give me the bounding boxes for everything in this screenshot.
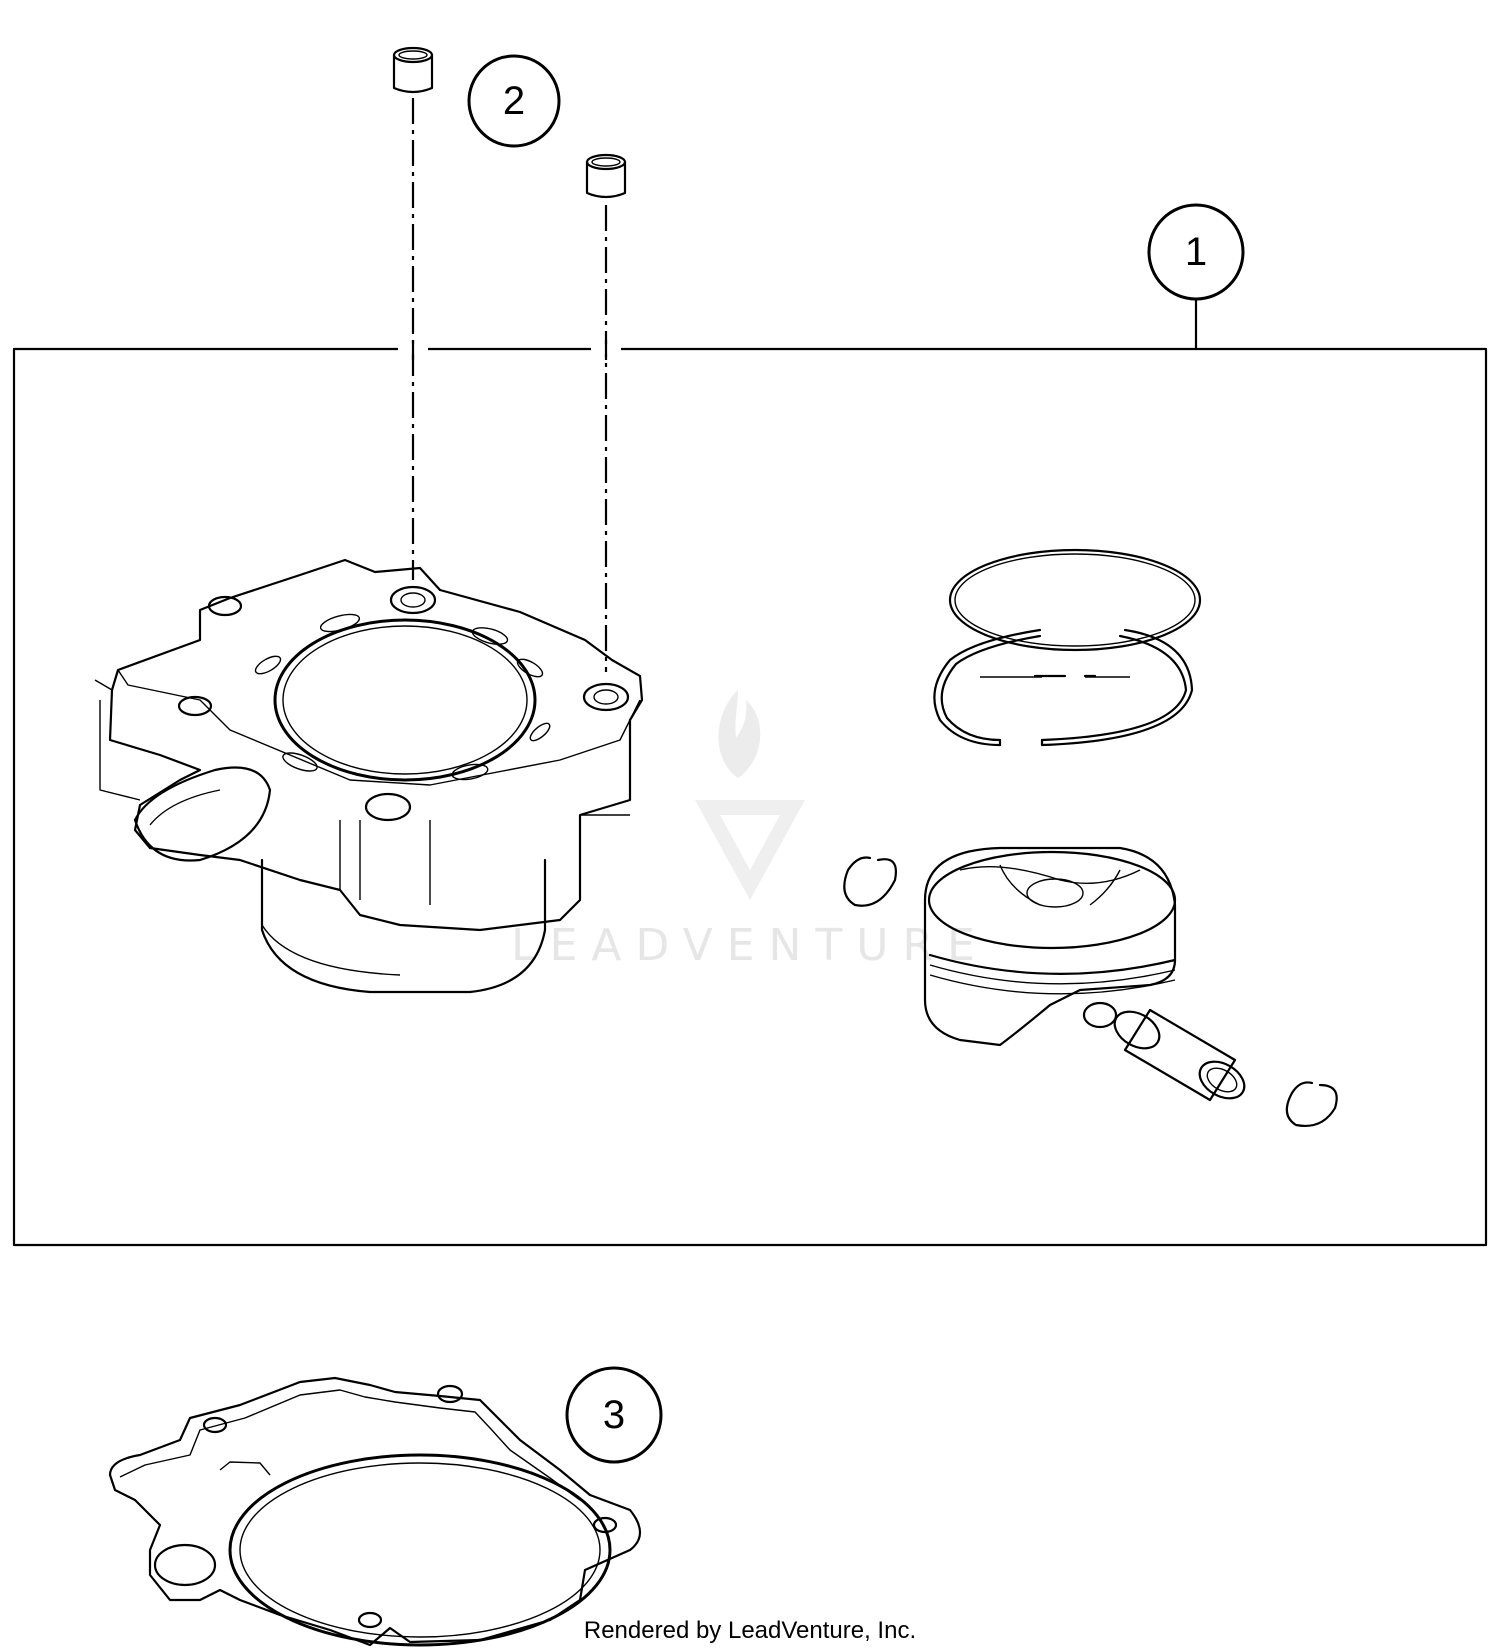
callout-2[interactable]: 2 <box>467 54 561 148</box>
base-gasket <box>108 1376 642 1647</box>
circlip-left <box>843 856 897 907</box>
watermark: LEADVENTURE <box>511 690 989 971</box>
callout-1[interactable]: 1 <box>1147 203 1245 301</box>
piston-pin <box>1113 1008 1246 1102</box>
svg-text:2: 2 <box>503 79 525 123</box>
cylinder <box>94 558 644 994</box>
piston-ring-top <box>948 548 1202 652</box>
watermark-flame-icon <box>718 690 761 778</box>
dowel-sleeve-left <box>392 46 434 94</box>
watermark-v-logo-icon <box>695 800 805 900</box>
svg-text:3: 3 <box>603 1393 625 1437</box>
piston-ring-second <box>933 628 1194 747</box>
callout-3[interactable]: 3 <box>565 1366 663 1464</box>
piston <box>923 846 1177 1047</box>
kit-bracket <box>12 298 1488 1247</box>
watermark-text: LEADVENTURE <box>511 920 989 971</box>
dowel-sleeve-right <box>585 153 627 199</box>
circlip-right <box>1285 1081 1338 1127</box>
svg-text:1: 1 <box>1185 230 1207 274</box>
footer-credit: Rendered by LeadVenture, Inc. <box>584 1617 916 1644</box>
